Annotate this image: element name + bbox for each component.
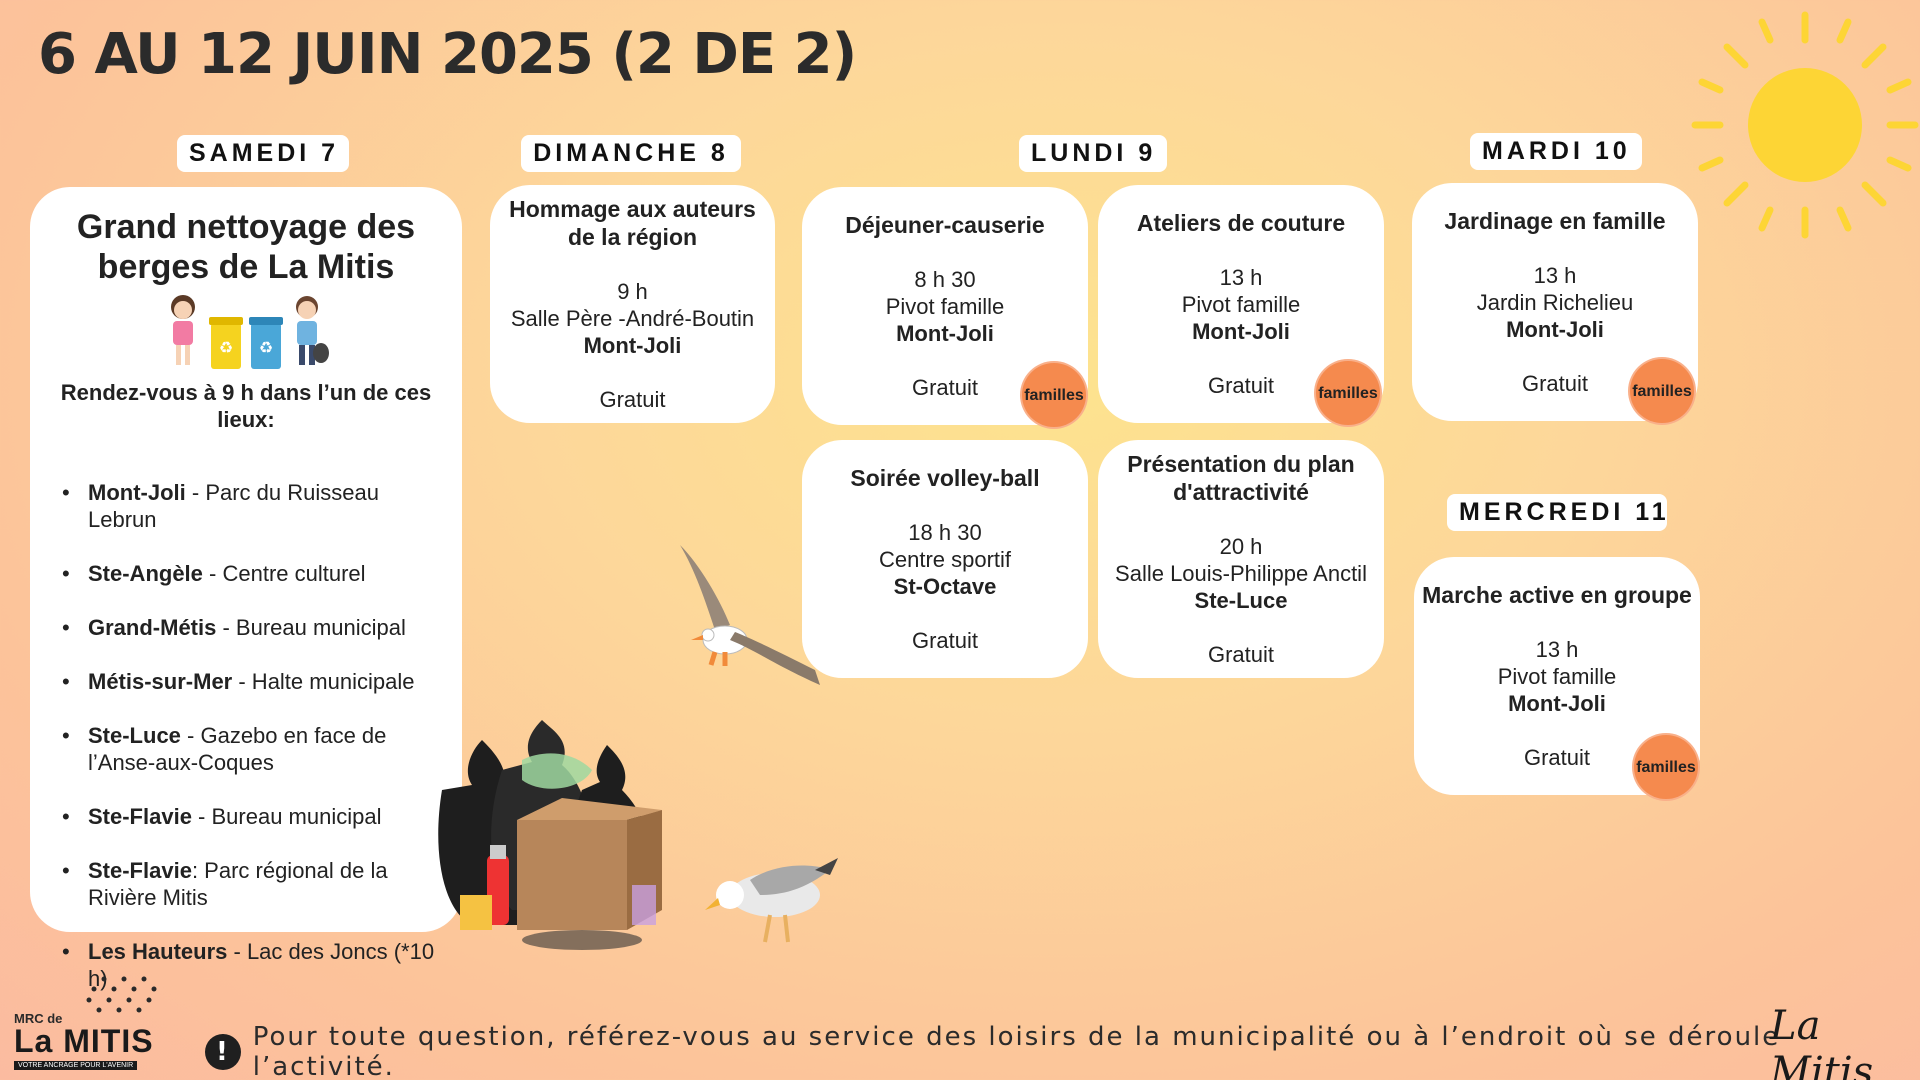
flying-seagull-icon: [680, 545, 820, 685]
event-venue: Pivot famille: [1497, 664, 1617, 689]
event-venue: Pivot famille: [1181, 292, 1301, 317]
event-title: Présentation du plan d'attractivité: [1127, 451, 1355, 505]
event-city: Mont-Joli: [583, 333, 682, 358]
kids-recycling-illustration: ♻ ♻: [48, 293, 444, 371]
event-time: 13 h: [1219, 265, 1263, 290]
event-time: 13 h: [1535, 637, 1579, 662]
event-city: Ste-Luce: [1194, 588, 1288, 613]
list-item: Mont-Joli - Parc du Ruisseau Lebrun: [62, 479, 444, 533]
event-title: Hommage aux auteurs de la région: [509, 196, 756, 250]
notice-text: Pour toute question, référez-vous au ser…: [252, 1022, 1781, 1080]
day-header-mercredi: MERCREDI 11: [1447, 494, 1667, 531]
event-time: 13 h: [1533, 263, 1577, 288]
event-title: Soirée volley-ball: [850, 465, 1040, 491]
meeting-instructions: Rendez-vous à 9 h dans l’un de ces lieux…: [60, 380, 432, 432]
list-item: Grand-Métis - Bureau municipal: [62, 614, 444, 641]
list-item: Ste-Luce - Gazebo en face de l’Anse-aux-…: [62, 722, 444, 776]
event-price: Gratuit: [911, 628, 979, 653]
footer-notice: ! Pour toute question, référez-vous au s…: [205, 1022, 1920, 1080]
event-card-soiree-volley: Soirée volley-ball 18 h 30 Centre sporti…: [802, 440, 1088, 678]
event-card-hommage-auteurs: Hommage aux auteurs de la région 9 h Sal…: [490, 185, 775, 423]
logo-mrc-label: MRC de: [14, 1011, 63, 1026]
event-title-line-2: berges de La Mitis: [97, 248, 395, 286]
event-city: Mont-Joli: [1508, 691, 1606, 716]
la-mitis-brand-logo: La Mitis: [1770, 1003, 1874, 1080]
boy-icon: [296, 296, 329, 365]
event-price: Gratuit: [1521, 371, 1589, 396]
event-time: 18 h 30: [908, 520, 982, 545]
svg-text:♻: ♻: [259, 340, 273, 357]
event-title-line-1: Grand nettoyage des: [76, 208, 416, 246]
yellow-bin-icon: ♻: [209, 317, 243, 369]
dots-icon: [86, 976, 157, 1013]
event-price: Gratuit: [1523, 745, 1591, 770]
familles-badge: familles: [1634, 735, 1698, 799]
mrc-la-mitis-logo: MRC de La MITIS VOTRE ANCRAGE POUR L'AVE…: [14, 975, 164, 1075]
event-city: Mont-Joli: [1192, 319, 1290, 344]
event-title: Marche active en groupe: [1422, 582, 1692, 608]
familles-badge: familles: [1630, 359, 1694, 423]
event-time: 8 h 30: [914, 267, 976, 292]
event-card-plan-attractivite: Présentation du plan d'attractivité 20 h…: [1098, 440, 1384, 678]
seagull-icon: [705, 858, 838, 943]
event-title: Déjeuner-causerie: [845, 212, 1045, 238]
event-title: Ateliers de couture: [1136, 210, 1346, 236]
list-item: Métis-sur-Mer - Halte municipale: [62, 668, 444, 695]
exclamation-icon: !: [205, 1034, 241, 1070]
event-title: Jardinage en famille: [1444, 208, 1666, 234]
event-time: 20 h: [1219, 534, 1263, 559]
event-card-grand-nettoyage: Grand nettoyage des berges de La Mitis ♻…: [30, 187, 462, 991]
sun-icon: [1691, 11, 1919, 239]
event-venue: Jardin Richelieu: [1476, 290, 1634, 315]
event-city: St-Octave: [893, 574, 997, 599]
event-card-dejeuner-causerie: Déjeuner-causerie 8 h 30 Pivot famille M…: [802, 187, 1088, 427]
event-venue: Salle Louis-Philippe Anctil: [1115, 561, 1367, 586]
event-city: Mont-Joli: [896, 321, 994, 346]
day-header-samedi: SAMEDI 7: [177, 135, 349, 172]
event-price: Gratuit: [911, 375, 979, 400]
event-card-marche-active: Marche active en groupe 13 h Pivot famil…: [1414, 557, 1700, 799]
familles-badge: familles: [1022, 363, 1086, 427]
event-city: Mont-Joli: [1506, 317, 1604, 342]
event-card-ateliers-couture: Ateliers de couture 13 h Pivot famille M…: [1098, 185, 1384, 425]
day-header-mardi: MARDI 10: [1470, 133, 1642, 170]
event-price: Gratuit: [1207, 642, 1275, 667]
girl-icon: [171, 295, 195, 365]
list-item: Ste-Flavie: Parc régional de la Rivière …: [62, 857, 444, 911]
page-title: 6 AU 12 JUIN 2025 (2 DE 2): [38, 22, 857, 87]
svg-text:♻: ♻: [219, 340, 233, 357]
event-price: Gratuit: [599, 387, 666, 412]
list-item: Ste-Angèle - Centre culturel: [62, 560, 444, 587]
logo-name: La MITIS: [14, 1023, 154, 1059]
event-price: Gratuit: [1207, 373, 1275, 398]
event-title: Grand nettoyage des berges de La Mitis: [48, 207, 444, 287]
logo-tagline: VOTRE ANCRAGE POUR L'AVENIR: [14, 1061, 138, 1070]
familles-badge: familles: [1316, 361, 1380, 425]
event-venue: Salle Père -André-Boutin: [510, 306, 755, 331]
location-list: Mont-Joli - Parc du Ruisseau Lebrun Ste-…: [48, 479, 444, 992]
blue-bin-icon: ♻: [249, 317, 283, 369]
day-header-lundi: LUNDI 9: [1019, 135, 1167, 172]
event-venue: Pivot famille: [885, 294, 1005, 319]
list-item: Ste-Flavie - Bureau municipal: [62, 803, 444, 830]
list-item: Les Hauteurs - Lac des Joncs (*10 h): [62, 938, 444, 992]
trash-bags-illustration: [438, 720, 662, 950]
day-header-dimanche: DIMANCHE 8: [521, 135, 741, 172]
event-time: 9 h: [617, 279, 648, 304]
event-card-jardinage: Jardinage en famille 13 h Jardin Richeli…: [1412, 183, 1698, 423]
event-venue: Centre sportif: [878, 547, 1012, 572]
